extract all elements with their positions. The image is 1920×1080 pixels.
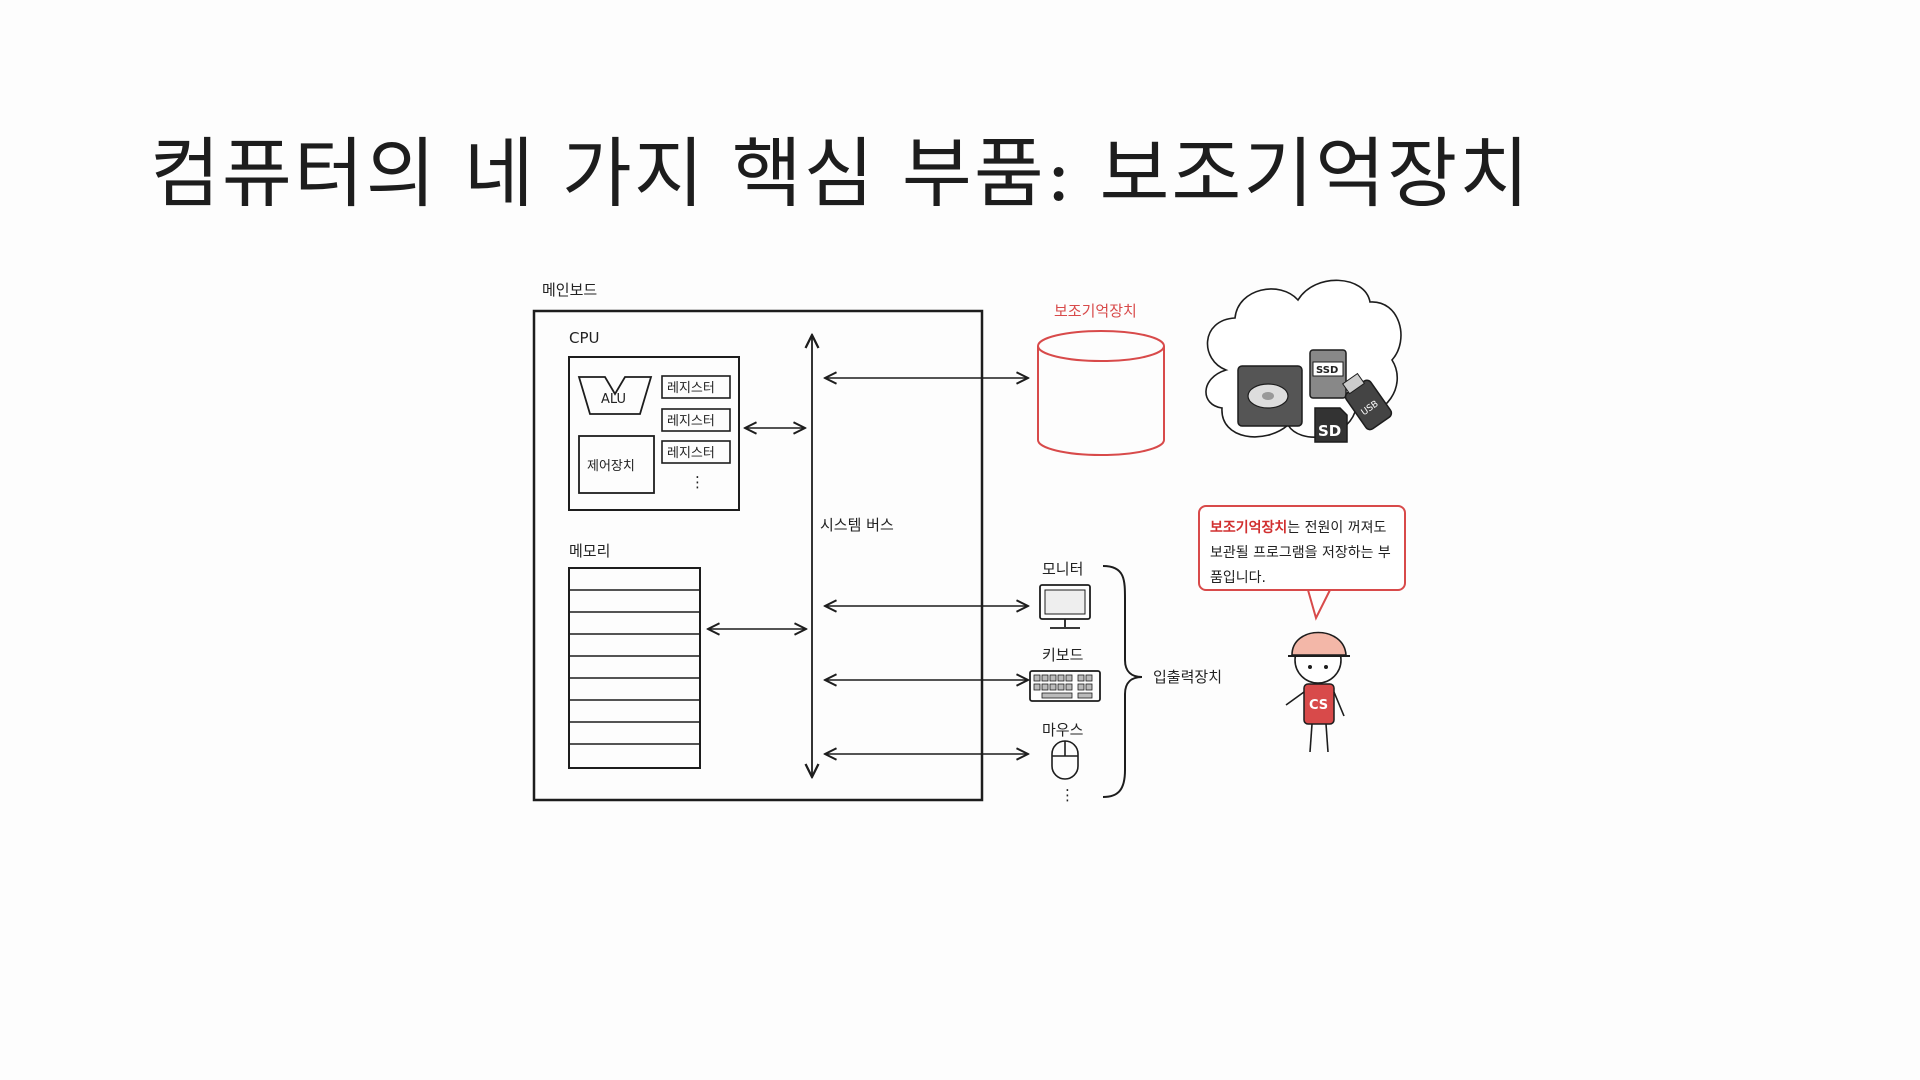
sd-card-icon: SD — [1314, 407, 1348, 443]
speech-bubble-highlight: 보조기억장치 — [1210, 520, 1288, 536]
memory-box — [568, 567, 701, 769]
register-label: 레지스터 — [667, 381, 715, 396]
memory-cells — [569, 589, 700, 745]
speech-bubble: 보조기억장치는 전원이 꺼져도 보관될 프로그램을 저장하는 부품입니다. — [1198, 505, 1406, 591]
speech-bubble-tail — [1307, 589, 1331, 621]
speech-bubble-text: 는 전원이 꺼져도 보관될 프로그램을 저장하는 부품입니다. — [1210, 520, 1391, 586]
mainboard-box — [532, 309, 984, 802]
ssd-text: SSD — [1316, 365, 1338, 376]
mascot-character: CS — [1285, 631, 1350, 753]
control-unit-box — [578, 435, 655, 494]
mouse-label: 마우스 — [1042, 721, 1084, 739]
ssd-icon: SSD — [1309, 349, 1347, 399]
control-unit-label: 제어장치 — [587, 459, 635, 474]
io-label: 입출력장치 — [1153, 668, 1222, 686]
storage-label: 보조기억장치 — [1054, 302, 1137, 320]
mainboard-label: 메인보드 — [542, 281, 597, 299]
register-label: 레지스터 — [667, 414, 715, 429]
keyboard-icon — [1029, 670, 1101, 702]
alu-shape — [577, 376, 653, 415]
mouse-icon — [1051, 740, 1079, 780]
monitor-label: 모니터 — [1042, 560, 1083, 578]
monitor-icon — [1039, 584, 1091, 629]
cpu-box — [568, 356, 740, 511]
mascot-shirt-text: CS — [1309, 698, 1328, 713]
io-brace — [1102, 565, 1143, 798]
register-label: 레지스터 — [667, 446, 715, 461]
register-ellipsis: ⋮ — [690, 473, 705, 491]
hdd-icon — [1237, 365, 1303, 427]
register-box — [661, 440, 731, 464]
register-box — [661, 375, 731, 399]
cpu-label: CPU — [569, 329, 600, 347]
register-box — [661, 408, 731, 432]
usb-icon: USB — [1342, 372, 1393, 431]
slide-title: 컴퓨터의 네 가지 핵심 부품: 보조기억장치 — [150, 129, 1532, 218]
memory-label: 메모리 — [569, 542, 610, 560]
storage-cylinder — [1037, 330, 1165, 456]
system-bus-label: 시스템 버스 — [820, 516, 894, 534]
io-ellipsis: ⋮ — [1060, 786, 1075, 804]
sd-text: SD — [1318, 422, 1341, 440]
alu-label: ALU — [601, 392, 626, 407]
keyboard-label: 키보드 — [1042, 646, 1084, 664]
